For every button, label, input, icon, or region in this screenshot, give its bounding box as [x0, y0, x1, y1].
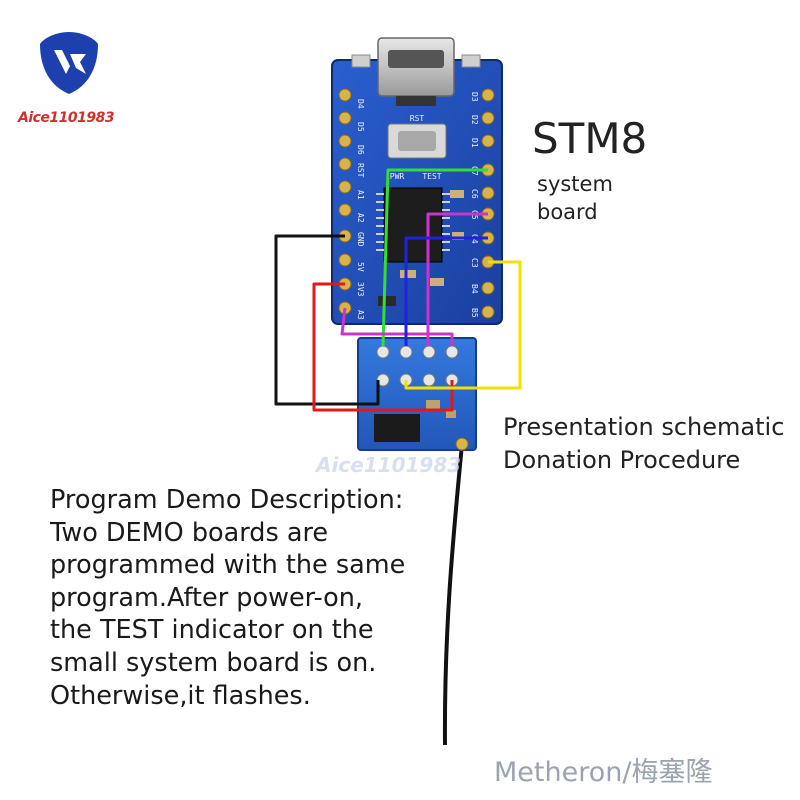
reset-button: RST — [387, 114, 447, 159]
wire-magenta-upper — [426, 212, 488, 346]
board-subtitle-line1: system — [537, 172, 613, 196]
wire-red — [312, 282, 454, 412]
silk-label-test: TEST — [422, 172, 441, 181]
pin-label-left: 5V — [356, 262, 365, 272]
wire-blue — [404, 236, 488, 346]
description-line: Program Demo Description: — [50, 485, 404, 515]
pin-label-right: B5 — [470, 308, 479, 318]
pin-label-left: A2 — [356, 213, 365, 223]
wire-magenta-lower — [340, 307, 454, 346]
left-pin-holes — [338, 88, 352, 315]
brand-logo-text: Aice1101983 — [18, 110, 115, 126]
pin-label-right: D1 — [470, 138, 479, 148]
caption-presentation: Presentation schematic — [503, 413, 785, 441]
pin-label-left: 3V3 — [356, 282, 365, 297]
usb-connector — [377, 37, 455, 106]
pin-label-left: D5 — [356, 122, 365, 132]
pin-label-right: C3 — [470, 258, 479, 268]
right-pin-holes — [481, 88, 495, 319]
silk-label-pwr: PWR — [390, 172, 405, 181]
pin-label-left: A3 — [356, 310, 365, 320]
wire-yellow — [404, 260, 522, 390]
pin-label-right: C6 — [470, 189, 479, 199]
description-line: programmed with the same — [50, 550, 406, 581]
program-demo-description: Program Demo Description: Two DEMO board… — [50, 484, 405, 712]
wireless-module — [357, 337, 477, 451]
module-pin-header — [376, 345, 459, 387]
board-title: STM8 — [532, 114, 648, 163]
credit-watermark: Metheron/梅塞隆 — [494, 757, 713, 788]
brand-logo-icon — [40, 32, 98, 94]
brand-watermark: Aice1101983 — [314, 453, 461, 477]
pin-label-left: GND — [356, 232, 365, 247]
board-subtitle-line2: board — [537, 200, 598, 224]
stm8-board: D4 D5 D6 RST A1 A2 GND 5V 3V3 A3 D3 D2 D… — [331, 37, 503, 325]
description-line: small system board is on. — [50, 647, 377, 678]
pin-label-left: RST — [356, 163, 365, 178]
pin-label-left: D6 — [356, 145, 365, 155]
description-line: the TEST indicator on the — [50, 615, 374, 646]
silk-label-rst: RST — [410, 114, 425, 123]
stm8-chip — [376, 187, 450, 263]
antenna-wire — [442, 443, 464, 746]
pin-label-left: A1 — [356, 190, 365, 200]
caption-procedure: Donation Procedure — [503, 446, 741, 474]
description-line: Otherwise,it flashes. — [50, 680, 311, 711]
wire-black — [274, 234, 380, 406]
description-line: program.After power-on, — [50, 582, 364, 613]
pin-label-right: B4 — [470, 284, 479, 294]
wire-green — [381, 168, 488, 347]
pin-label-left: D4 — [356, 99, 365, 109]
description-line: Two DEMO boards are — [50, 517, 329, 548]
pin-label-right: D2 — [470, 115, 479, 125]
pin-label-right: D3 — [470, 92, 479, 102]
